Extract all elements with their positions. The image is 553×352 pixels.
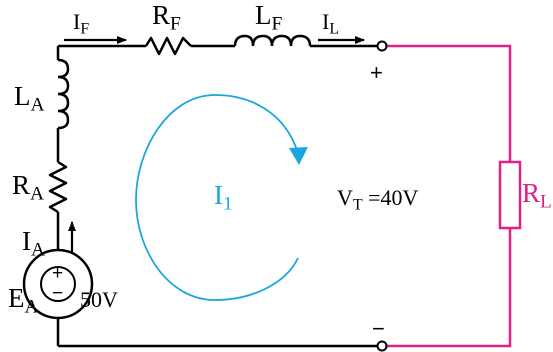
label-r-a: RA (12, 170, 45, 205)
label-loop-current: I1 (214, 180, 233, 215)
label-i-a: IA (22, 226, 46, 261)
field-resistor-rf (144, 36, 192, 56)
source-plus-sign: + (52, 263, 64, 284)
load-resistor-rl (498, 160, 522, 230)
loop-arrowhead (289, 147, 308, 165)
terminal-plus-sign: + (370, 60, 383, 85)
label-i-f: IF (73, 9, 90, 38)
label-i-l: IL (322, 9, 339, 38)
terminal-minus-sign: − (372, 316, 385, 341)
label-l-f: LF (255, 0, 283, 35)
terminal-top (376, 40, 388, 52)
source-minus-sign: − (52, 283, 64, 304)
field-inductor-lf (233, 34, 312, 47)
terminal-bottom (376, 340, 388, 352)
label-r-l: RL (522, 178, 552, 213)
load-wires (382, 44, 512, 348)
label-r-f: RF (152, 0, 181, 35)
label-terminal-voltage: VT =40V (337, 185, 419, 214)
label-l-a: LA (14, 81, 45, 116)
voltage-source-ea (22, 248, 94, 320)
voltage-source-ea-ring (40, 266, 76, 302)
loop-current-arrow (135, 94, 299, 301)
armature-resistor-ra (48, 160, 68, 214)
label-e-a: EA (8, 283, 39, 318)
armature-inductor-la (57, 58, 70, 130)
label-e-a-value: 50V (80, 287, 118, 312)
